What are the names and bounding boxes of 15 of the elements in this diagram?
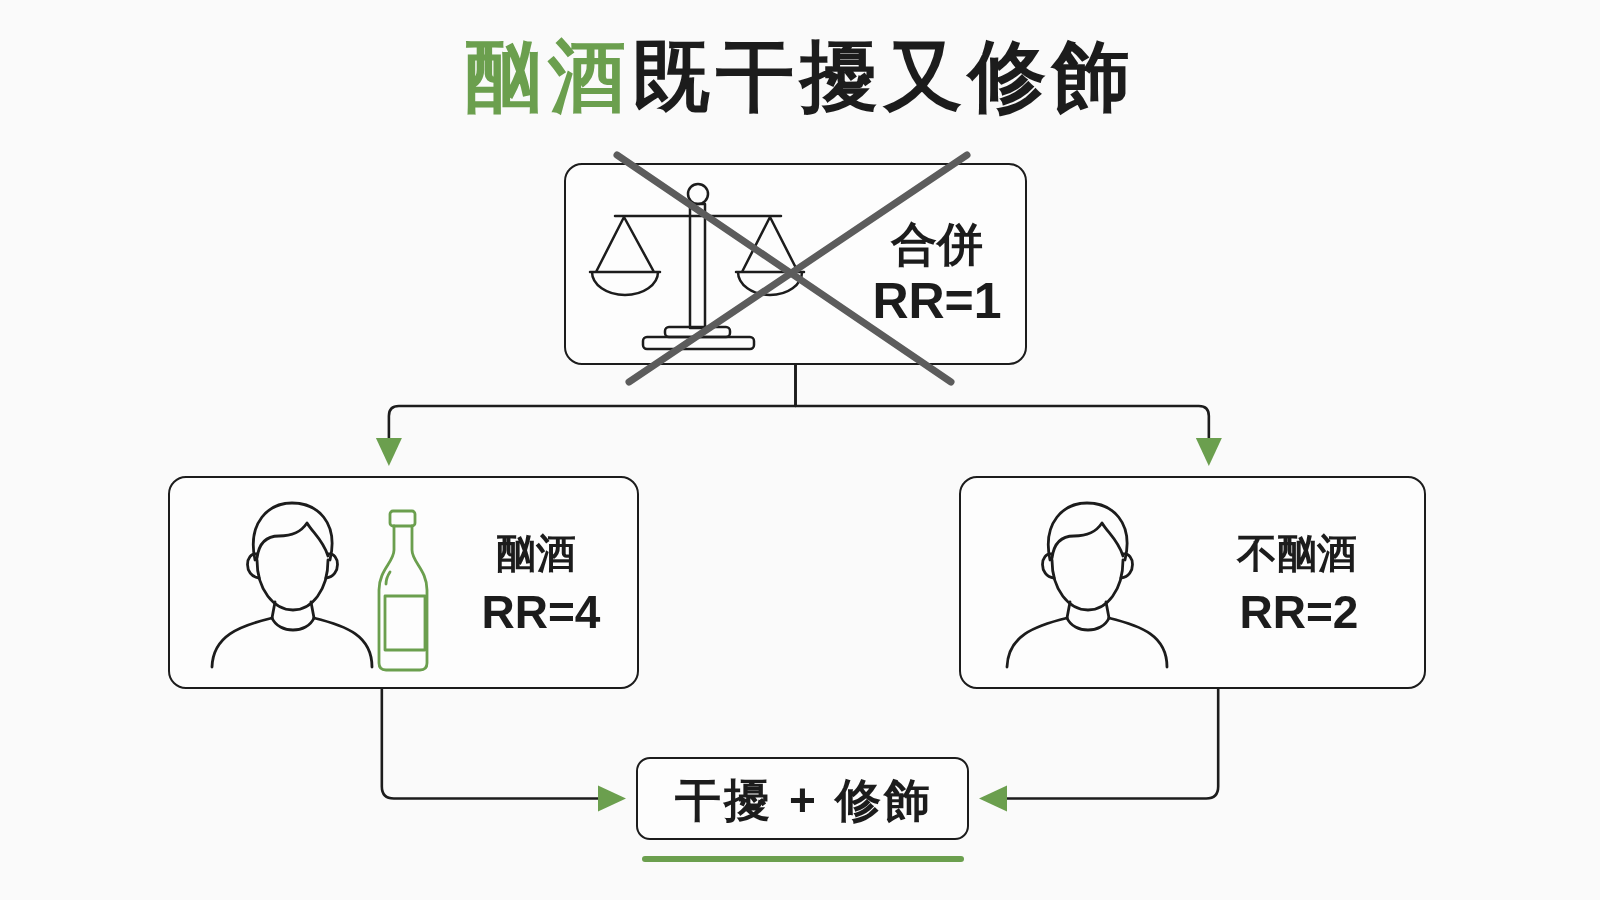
heading-text: 合併 [891,217,983,271]
title: 酗酒既干擾又修飾 [464,34,1136,120]
connector-arrow [794,365,1222,466]
connector-arrow [979,689,1220,812]
heading-text: 酗酒 [496,530,576,576]
rounded-box [959,476,1426,689]
connector-arrow [380,689,626,812]
rounded-box [564,163,1027,365]
value-text: RR=2 [1239,585,1359,639]
value-text: RR=4 [481,585,601,639]
heading-text: 不酗酒 [1237,530,1357,576]
value-text: RR=1 [872,273,1002,331]
rounded-box [636,757,969,840]
rounded-box [168,476,639,689]
label-text: 干擾 + 修飾 [675,773,933,827]
